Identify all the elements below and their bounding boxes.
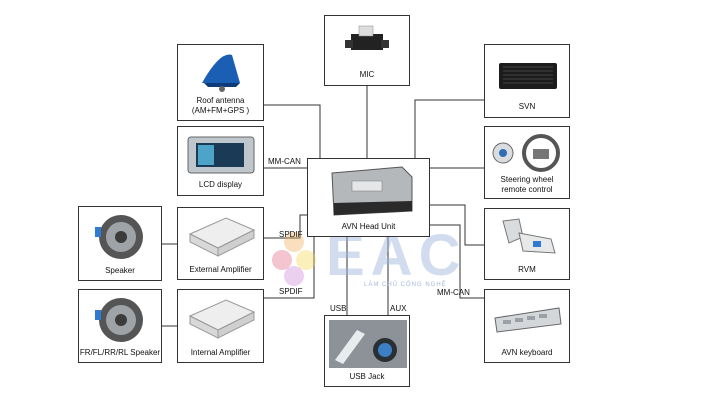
external-amplifier-label: External Amplifier <box>189 265 252 274</box>
fr-speaker-box: FR/FL/RR/RL Speaker <box>78 289 162 363</box>
mic-box: MIC <box>324 15 410 86</box>
svn-module-icon <box>499 63 557 89</box>
rvm-icon <box>502 218 556 254</box>
internal-amplifier-icon <box>188 299 256 339</box>
aux-label: AUX <box>390 304 407 313</box>
usb-jack-box: USB Jack <box>324 315 410 387</box>
lcd-screen-icon <box>187 136 255 174</box>
internal-amplifier-box: Internal Amplifier <box>177 289 264 363</box>
usb-label: USB <box>330 304 347 313</box>
steering-wheel-box: Steering wheel remote control <box>484 126 570 199</box>
svn-box: SVN <box>484 44 570 118</box>
watermark-tagline: LÀM CHỦ CÔNG NGHỆ <box>364 282 447 288</box>
spdif-bottom-label: SPDIF <box>279 287 303 296</box>
eac-watermark: EAC LÀM CHỦ CÔNG NGHỆ <box>270 223 490 296</box>
door-speaker-icon <box>95 298 143 342</box>
lcd-display-box: LCD display <box>177 126 264 196</box>
mic-module-icon <box>345 25 389 50</box>
rvm-box: RVM <box>484 208 570 280</box>
avn-keyboard-icon <box>494 307 562 333</box>
spdif-top-label: SPDIF <box>279 230 303 239</box>
speaker-icon <box>95 215 143 259</box>
fr-speaker-label: FR/FL/RR/RL Speaker <box>79 348 161 357</box>
usb-jack-label: USB Jack <box>349 372 385 381</box>
mm-can-left-label: MM-CAN <box>268 157 301 166</box>
avn-head-unit-box: AVN Head Unit <box>307 158 430 237</box>
external-amplifier-box: External Amplifier <box>177 207 264 280</box>
mic-label: MIC <box>359 70 375 79</box>
roof-antenna-box: Roof antenna (AM+FM+GPS ) <box>177 44 264 121</box>
head-unit-label: AVN Head Unit <box>341 222 396 231</box>
speaker-box: Speaker <box>78 206 162 281</box>
mm-can-right-label: MM-CAN <box>437 288 470 297</box>
usb-jack-icon <box>329 320 407 368</box>
steering-wheel-label: Steering wheel remote control <box>500 175 554 194</box>
lcd-display-label: LCD display <box>198 180 243 189</box>
svn-label: SVN <box>518 102 536 111</box>
external-amplifier-icon <box>188 217 256 257</box>
roof-antenna-label: Roof antenna (AM+FM+GPS ) <box>191 96 250 115</box>
steering-wheel-icon <box>492 134 560 172</box>
avn-keyboard-box: AVN keyboard <box>484 289 570 363</box>
shark-fin-antenna-icon <box>202 54 240 92</box>
internal-amplifier-label: Internal Amplifier <box>190 348 251 357</box>
rvm-label: RVM <box>518 265 536 274</box>
head-unit-icon <box>331 166 413 216</box>
avn-keyboard-label: AVN keyboard <box>501 348 553 357</box>
speaker-label: Speaker <box>105 266 135 275</box>
